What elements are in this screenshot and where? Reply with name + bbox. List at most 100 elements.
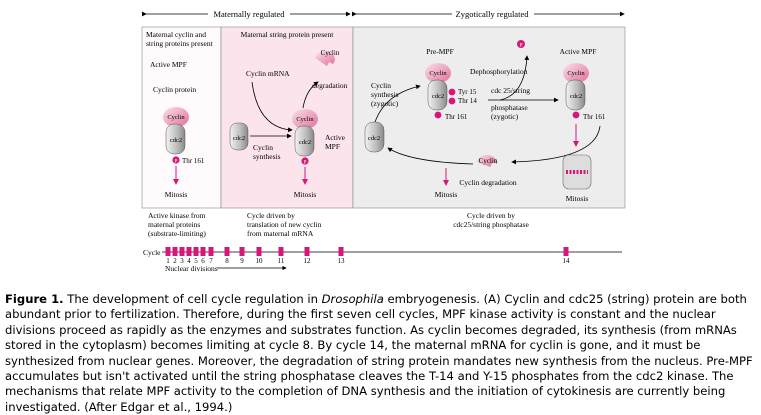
- cycle-label-11: 11: [278, 257, 285, 265]
- cycle-tick-14: [563, 247, 569, 256]
- svg-text:Cyclin protein: Cyclin protein: [153, 85, 196, 94]
- svg-text:Cyclin: Cyclin: [371, 81, 391, 90]
- cycle-label-7: 7: [209, 257, 213, 265]
- svg-text:cdc2: cdc2: [368, 135, 380, 142]
- svg-text:cdc25/string phosphatase: cdc25/string phosphatase: [453, 220, 529, 229]
- cycle-tick-2: [172, 247, 178, 256]
- cycle-tick-13: [338, 247, 344, 256]
- svg-text:cdc2: cdc2: [299, 139, 311, 146]
- cyclin-fragments-icon: [477, 154, 498, 167]
- svg-text:Maternal cyclin and: Maternal cyclin and: [146, 30, 206, 39]
- figure: Maternally regulated Zygotically regulat…: [141, 7, 626, 273]
- svg-text:phosphatase: phosphatase: [491, 103, 528, 112]
- cycle-tick-10: [256, 247, 262, 256]
- cycle-label-12: 12: [304, 257, 312, 265]
- svg-text:synthesis: synthesis: [371, 90, 399, 99]
- svg-text:(zygotic): (zygotic): [371, 99, 399, 108]
- cycle-tick-3: [179, 247, 185, 256]
- svg-text:Tyr 15: Tyr 15: [458, 88, 477, 96]
- svg-text:Active kinase from: Active kinase from: [148, 211, 206, 220]
- svg-text:Thr 161: Thr 161: [445, 113, 468, 121]
- svg-text:synthesis: synthesis: [253, 152, 281, 161]
- svg-text:Mitosis: Mitosis: [294, 190, 317, 199]
- species-name: Drosophila: [321, 292, 384, 306]
- svg-text:Active MPF: Active MPF: [560, 47, 597, 56]
- cycle-label-2: 2: [173, 257, 177, 265]
- svg-text:Dephosphorylation: Dephosphorylation: [470, 67, 528, 76]
- cycle-label-6: 6: [201, 257, 205, 265]
- cycle-label-10: 10: [256, 257, 264, 265]
- cycle-label-8: 8: [225, 257, 229, 265]
- cycle-tick-4: [186, 247, 192, 256]
- svg-text:Thr 14: Thr 14: [458, 97, 477, 105]
- svg-text:Cycle: Cycle: [143, 248, 161, 257]
- phosphate-icon: [172, 156, 180, 164]
- cycle-label-13: 13: [338, 257, 346, 265]
- svg-text:(substrate-limiting): (substrate-limiting): [148, 229, 206, 238]
- svg-text:translation of new cyclin: translation of new cyclin: [247, 220, 322, 229]
- cycle-tick-1: [165, 247, 171, 256]
- svg-text:Cyclin degradation: Cyclin degradation: [459, 178, 517, 187]
- header: Maternally regulated Zygotically regulat…: [142, 7, 625, 19]
- cycle-tick-11: [278, 247, 284, 256]
- cycle-label-14: 14: [563, 257, 571, 265]
- svg-text:Active: Active: [325, 133, 346, 142]
- svg-text:Thr 161: Thr 161: [182, 157, 205, 165]
- cycle-label-5: 5: [194, 257, 198, 265]
- cycle-label-3: 3: [180, 257, 184, 265]
- cycle-label-9: 9: [240, 257, 244, 265]
- cycle-tick-7: [208, 247, 214, 256]
- cyclin-fragments-icon: [315, 51, 335, 66]
- cyclin-icon: [163, 107, 189, 127]
- svg-text:Cyclin: Cyclin: [167, 114, 185, 121]
- cycle-tick-5: [193, 247, 199, 256]
- svg-text:string proteins present: string proteins present: [146, 39, 214, 48]
- svg-text:Cycle driven by: Cycle driven by: [247, 211, 295, 220]
- svg-text:Mitosis: Mitosis: [566, 194, 589, 203]
- svg-text:cdc2: cdc2: [170, 137, 182, 144]
- svg-text:P: P: [304, 160, 307, 165]
- svg-text:cdc2: cdc2: [570, 93, 582, 100]
- svg-text:Cyclin mRNA: Cyclin mRNA: [246, 69, 290, 78]
- svg-text:Mitosis: Mitosis: [165, 190, 188, 199]
- cdc2-free-icon: [229, 122, 249, 151]
- cycle-tick-6: [200, 247, 206, 256]
- svg-text:Mitosis: Mitosis: [435, 190, 458, 199]
- svg-text:cdc 25/string: cdc 25/string: [491, 86, 530, 95]
- svg-text:Active MPF: Active MPF: [150, 60, 187, 69]
- svg-text:maternal proteins: maternal proteins: [148, 220, 200, 229]
- panel-2: Maternal string protein present Cyclin m…: [229, 30, 348, 199]
- svg-text:Cyclin: Cyclin: [479, 157, 498, 165]
- cycle-tick-8: [224, 247, 230, 256]
- cdc2-icon: [165, 123, 186, 155]
- cycle-label-4: 4: [187, 257, 191, 265]
- svg-text:Cyclin: Cyclin: [567, 70, 585, 77]
- svg-text:degradation: degradation: [312, 81, 348, 90]
- svg-text:cdc2: cdc2: [233, 135, 245, 142]
- svg-text:Cyclin: Cyclin: [321, 49, 340, 57]
- maternal-label: Maternally regulated: [213, 9, 285, 19]
- zygotic-label: Zygotically regulated: [456, 9, 530, 19]
- svg-text:Thr 161: Thr 161: [583, 113, 606, 121]
- svg-text:MPF: MPF: [325, 142, 340, 151]
- svg-text:Cyclin: Cyclin: [253, 143, 273, 152]
- svg-text:Cycle driven by: Cycle driven by: [467, 211, 515, 220]
- caption-label: Figure 1.: [5, 292, 64, 306]
- cycle-tick-12: [304, 247, 310, 256]
- svg-text:Cyclin: Cyclin: [429, 70, 447, 77]
- svg-text:Pre-MPF: Pre-MPF: [426, 47, 454, 56]
- panel-3: Pre-MPF Dephosphorylation Active MPF P C…: [364, 40, 606, 203]
- svg-text:Cyclin: Cyclin: [296, 116, 314, 123]
- cycle-tick-9: [239, 247, 245, 256]
- svg-text:cdc2: cdc2: [432, 93, 444, 100]
- panel-1: Maternal cyclin and string proteins pres…: [146, 30, 214, 199]
- svg-text:P: P: [175, 159, 178, 164]
- svg-text:(zygotic): (zygotic): [491, 112, 519, 121]
- svg-text:Nuclear divisions: Nuclear divisions: [165, 264, 218, 273]
- cycle-label-1: 1: [166, 257, 170, 265]
- cycle-descriptions: Active kinase from maternal proteins (su…: [148, 211, 529, 238]
- figure-caption: Figure 1. The development of cell cycle …: [5, 292, 753, 414]
- svg-text:Maternal string protein presen: Maternal string protein present: [241, 30, 335, 39]
- svg-text:P: P: [519, 43, 522, 49]
